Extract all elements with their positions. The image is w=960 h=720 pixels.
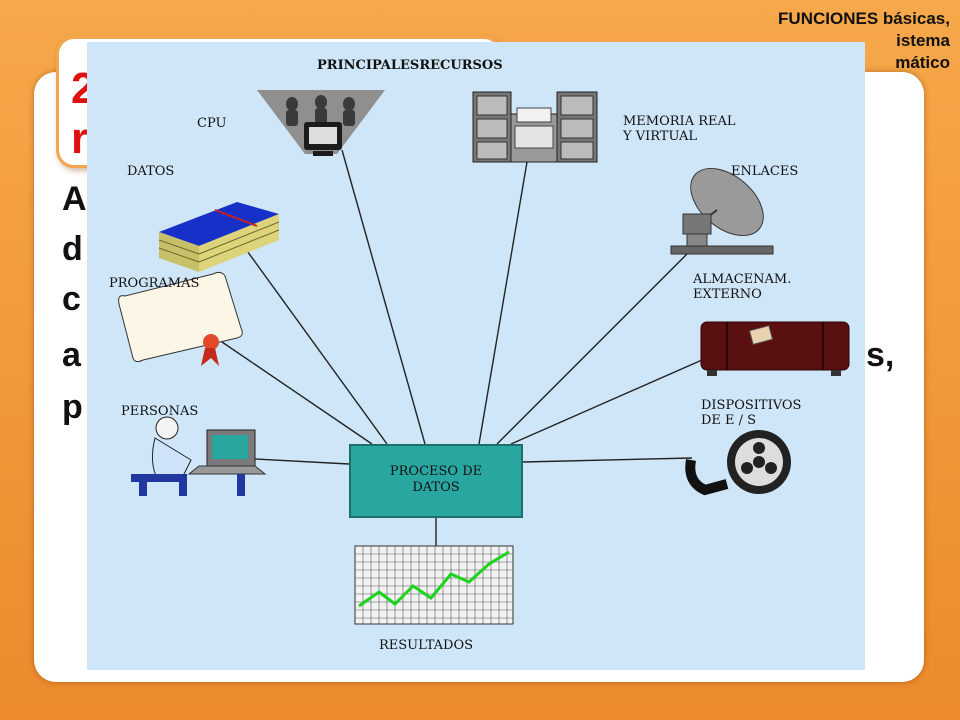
connector-datos bbox=[236, 236, 388, 445]
data-books-icon bbox=[158, 202, 280, 272]
label-cpu: CPU bbox=[197, 116, 227, 131]
process-box: PROCESO DE DATOS bbox=[349, 444, 523, 518]
label-almacenam: ALMACENAM. EXTERNO bbox=[693, 272, 792, 302]
header-line-2: istema bbox=[896, 31, 950, 50]
label-memoria: MEMORIA REAL Y VIRTUAL bbox=[623, 114, 736, 144]
body-fragment-a1: A bbox=[62, 180, 87, 218]
person-at-computer-icon bbox=[131, 416, 267, 496]
film-reel-icon bbox=[685, 430, 791, 496]
label-proceso: PROCESO DE DATOS bbox=[389, 464, 483, 495]
label-dispositivos: DISPOSITIVOS DE E / S bbox=[701, 398, 802, 428]
body-fragment-c: c bbox=[62, 280, 81, 318]
body-fragment-p: p bbox=[62, 388, 83, 426]
resources-diagram: PRINCIPALESRECURSOS CPU MEMORIA REAL Y V… bbox=[87, 42, 865, 670]
label-programas: PROGRAMAS bbox=[109, 276, 200, 291]
satellite-dish-icon bbox=[670, 167, 774, 255]
filing-cabinet-icon bbox=[472, 91, 598, 163]
suitcase-icon bbox=[700, 321, 850, 376]
cpu-icon bbox=[257, 90, 385, 156]
program-scroll-icon bbox=[118, 271, 243, 366]
connector-cpu bbox=[341, 149, 426, 445]
label-enlaces: ENLACES bbox=[731, 164, 799, 179]
label-personas: PERSONAS bbox=[121, 404, 199, 419]
connector-dispositivos bbox=[522, 457, 693, 463]
connector-enlaces bbox=[496, 241, 700, 445]
body-fragment-d: d bbox=[62, 230, 83, 268]
diagram-title: PRINCIPALESRECURSOS bbox=[317, 58, 503, 73]
body-fragment-a2: a bbox=[62, 336, 81, 374]
connector-memoria bbox=[478, 161, 528, 445]
label-datos: DATOS bbox=[127, 164, 175, 179]
diagram-graphics bbox=[118, 90, 850, 625]
title-fragment-2: r bbox=[71, 114, 89, 163]
header-line-1: FUNCIONES básicas, bbox=[778, 9, 950, 28]
connector-lines bbox=[221, 149, 703, 550]
body-fragment-s: s, bbox=[866, 336, 895, 374]
label-resultados: RESULTADOS bbox=[379, 638, 474, 653]
results-chart-icon bbox=[354, 545, 514, 625]
connector-almacenam bbox=[510, 359, 703, 445]
connector-personas bbox=[236, 457, 350, 465]
connector-programas bbox=[221, 341, 373, 445]
slide-header: FUNCIONES básicas, istema mático bbox=[778, 8, 950, 74]
header-line-3: mático bbox=[895, 53, 950, 72]
